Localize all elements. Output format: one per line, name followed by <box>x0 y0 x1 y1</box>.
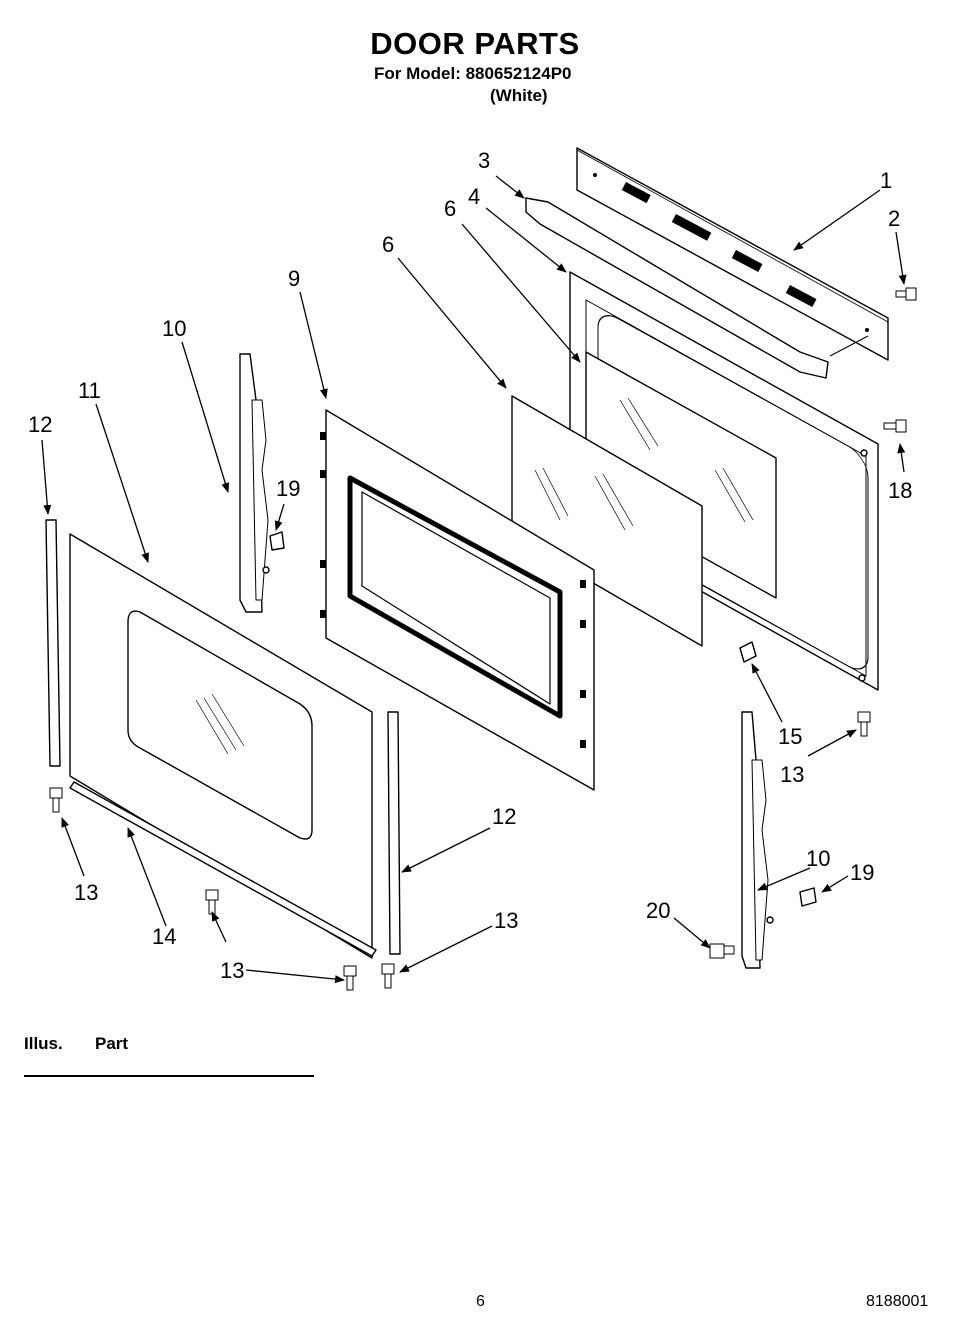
screw-2 <box>895 287 917 301</box>
screw-13-center <box>205 889 219 915</box>
door-liner-part <box>320 409 595 791</box>
callout-3: 3 <box>478 148 490 173</box>
hinge-channel-left <box>239 353 270 613</box>
page-number: 6 <box>476 1293 485 1310</box>
callout-13-far-right: 13 <box>780 762 804 787</box>
callout-10-right: 10 <box>806 846 830 871</box>
callout-6-rear: 6 <box>444 196 456 221</box>
callout-13-left: 13 <box>74 880 98 905</box>
outer-door-panel <box>69 533 373 959</box>
variant-label: (White) <box>490 86 548 105</box>
callout-18: 18 <box>888 478 912 503</box>
callout-6-front: 6 <box>382 232 394 257</box>
callout-12-right: 12 <box>492 804 516 829</box>
front-glass-pane <box>511 395 703 647</box>
callout-10-left: 10 <box>162 316 186 341</box>
model-line: For Model: 880652124P0 <box>374 64 572 83</box>
screw-20 <box>709 943 735 959</box>
bottom-trim-part <box>69 781 377 957</box>
clip-part <box>739 641 757 663</box>
screw-13-right-trim <box>381 963 395 989</box>
table-header-part: Part <box>95 1034 129 1053</box>
callout-20: 20 <box>646 898 670 923</box>
callout-14: 14 <box>152 924 176 949</box>
callout-4: 4 <box>468 184 480 209</box>
clip-19-left <box>269 531 285 551</box>
callout-13-right-trim: 13 <box>494 908 518 933</box>
table-divider <box>24 1075 314 1077</box>
hinge-channel-right <box>741 711 774 969</box>
callout-13-center: 13 <box>220 958 244 983</box>
callout-2: 2 <box>888 206 900 231</box>
handle-strip-part <box>525 197 829 379</box>
side-trim-left <box>45 519 61 767</box>
callout-19-right: 19 <box>850 860 874 885</box>
callout-15: 15 <box>778 724 802 749</box>
page-title: DOOR PARTS <box>370 26 580 61</box>
door-trim-part <box>576 147 889 361</box>
document-number: 8188001 <box>866 1293 929 1310</box>
callout-1: 1 <box>880 168 892 193</box>
callout-12-left: 12 <box>28 412 52 437</box>
callout-19-left: 19 <box>276 476 300 501</box>
clip-19-right <box>799 887 817 907</box>
screw-18 <box>883 419 907 433</box>
screw-13-bottom <box>343 965 357 991</box>
screw-13-left <box>49 787 63 813</box>
callout-11: 11 <box>78 378 101 403</box>
screw-13-far-right <box>857 711 871 737</box>
side-trim-right <box>387 711 401 955</box>
table-header-illus: Illus. <box>24 1034 63 1053</box>
callout-9: 9 <box>288 266 300 291</box>
